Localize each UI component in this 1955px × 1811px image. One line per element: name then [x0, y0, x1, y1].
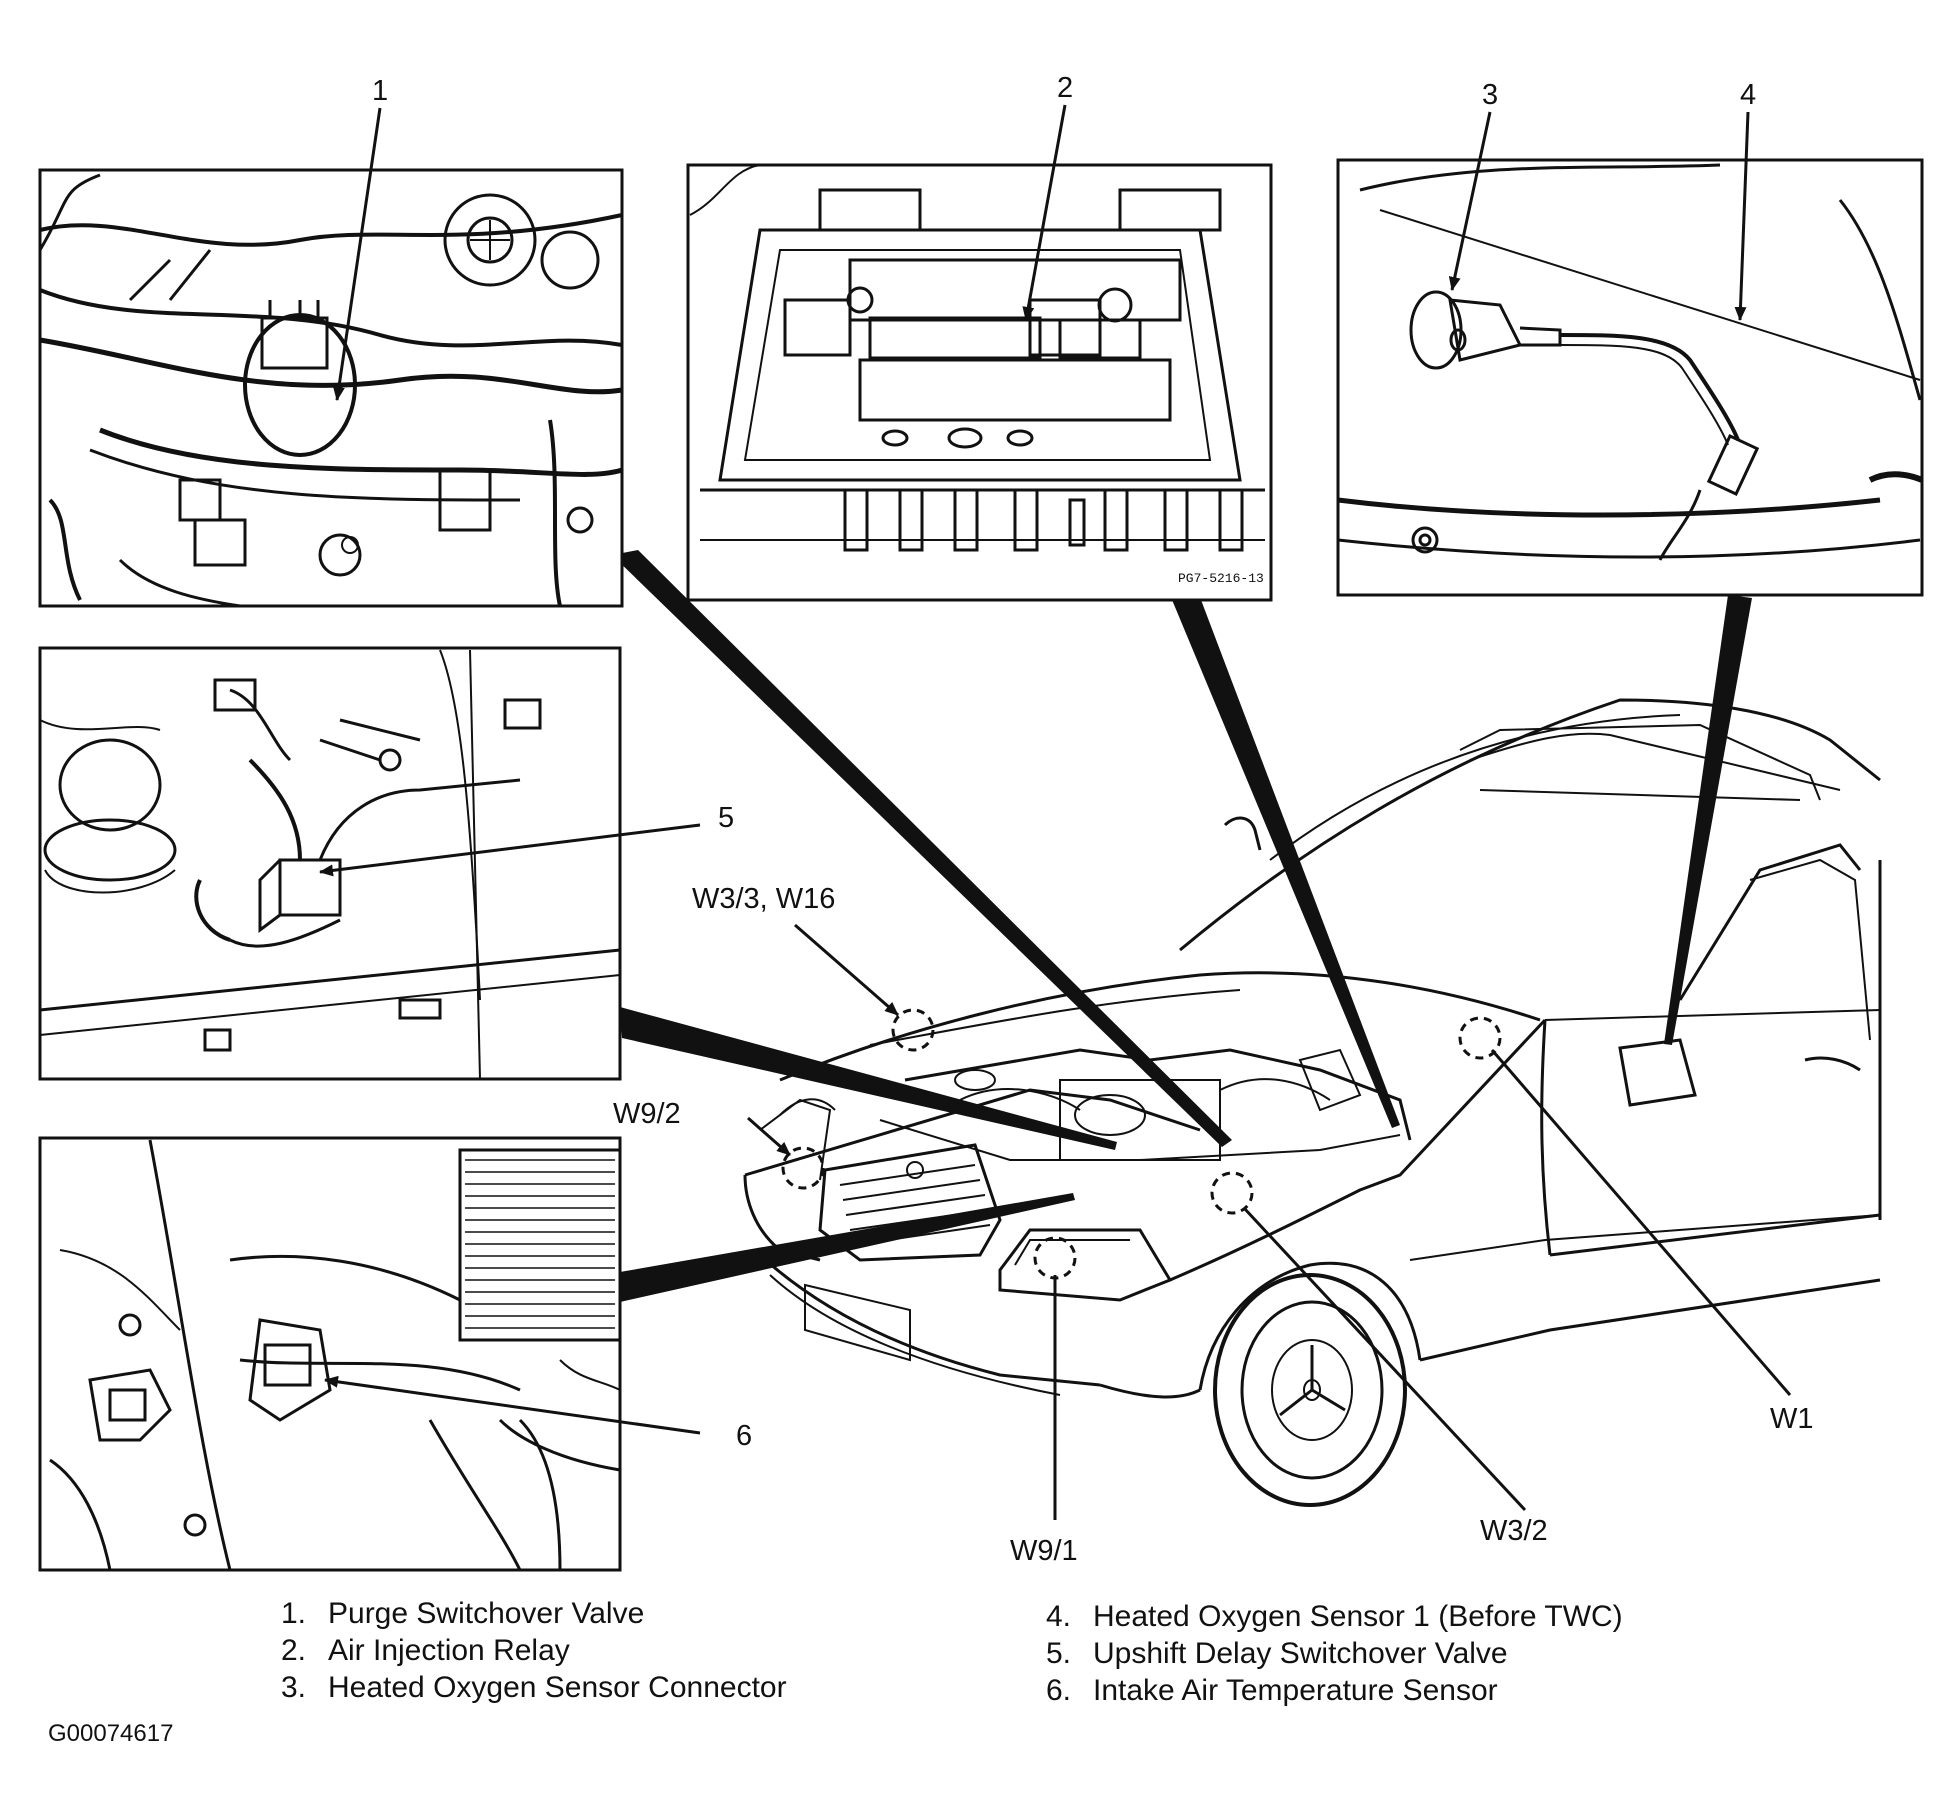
legend-text: Upshift Delay Switchover Valve: [1093, 1637, 1508, 1670]
inset-5-upshift-valve-view: [38, 646, 622, 1081]
legend-num: 5.: [1045, 1637, 1071, 1670]
marker-w33-w16: [891, 1008, 935, 1052]
legend-text: Heated Oxygen Sensor 1 (Before TWC): [1093, 1600, 1623, 1633]
inset-2-stamp: PG7-5216-13: [1178, 571, 1264, 586]
legend-text: Intake Air Temperature Sensor: [1093, 1674, 1498, 1707]
location-label-w92: W9/2: [613, 1098, 681, 1130]
callout-5: 5: [718, 802, 734, 834]
legend-right: 4. Heated Oxygen Sensor 1 (Before TWC) 5.…: [1015, 1598, 1623, 1709]
legend-item-1: 1. Purge Switchover Valve: [250, 1595, 787, 1632]
inset-3-4-oxygen-sensor-view: [1336, 158, 1924, 597]
inset-leaders: [612, 550, 1752, 1302]
location-label-w33-w16: W3/3, W16: [692, 883, 835, 915]
inset-6-iat-sensor-view: [38, 1136, 622, 1572]
figure-id: G00074617: [48, 1720, 174, 1747]
legend-text: Air Injection Relay: [328, 1634, 570, 1667]
legend-item-2: 2. Air Injection Relay: [250, 1632, 787, 1669]
location-label-w91: W9/1: [1010, 1535, 1078, 1567]
legend-item-6: 6. Intake Air Temperature Sensor: [1015, 1672, 1623, 1709]
legend-num: 6.: [1045, 1674, 1071, 1707]
legend-left: 1. Purge Switchover Valve 2. Air Injection…: [250, 1595, 787, 1706]
legend-item-5: 5. Upshift Delay Switchover Valve: [1015, 1635, 1623, 1672]
marker-w1: [1458, 1016, 1502, 1060]
marker-w32: [1210, 1171, 1254, 1215]
inset-2-relay-box-view: [686, 163, 1273, 602]
legend-text: Heated Oxygen Sensor Connector: [328, 1671, 787, 1704]
legend-num: 1.: [280, 1597, 306, 1630]
callout-3: 3: [1482, 79, 1498, 111]
legend-num: 4.: [1045, 1600, 1071, 1633]
legend-item-3: 3. Heated Oxygen Sensor Connector: [250, 1669, 787, 1706]
location-label-w32: W3/2: [1480, 1515, 1548, 1547]
callout-4: 4: [1740, 79, 1756, 111]
callout-1: 1: [372, 75, 388, 107]
callout-2: 2: [1057, 72, 1073, 104]
callout-arrows: [319, 104, 1792, 1520]
legend-item-4: 4. Heated Oxygen Sensor 1 (Before TWC): [1015, 1598, 1623, 1635]
legend-num: 2.: [280, 1634, 306, 1667]
inset-1-purge-valve-view: [38, 168, 624, 608]
marker-w92: [781, 1146, 825, 1190]
callout-6: 6: [736, 1420, 752, 1452]
vehicle-illustration: [743, 698, 1882, 1507]
legend-text: Purge Switchover Valve: [328, 1597, 645, 1630]
marker-w91: [1033, 1236, 1077, 1280]
location-label-w1: W1: [1770, 1403, 1814, 1435]
legend-num: 3.: [280, 1671, 306, 1704]
